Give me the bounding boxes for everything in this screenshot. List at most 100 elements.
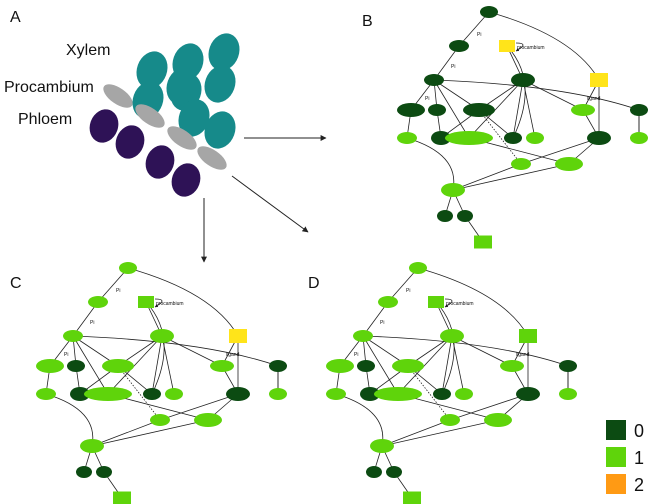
network-node [210,360,234,372]
network-node [463,103,495,117]
network-edge [381,419,451,447]
pi-edge-label: Pi [477,32,481,38]
network-node [226,387,250,401]
panel-letter-a: A [10,9,21,26]
network-node-rect [113,491,131,504]
network-edge [435,301,455,395]
network-edge [452,163,522,191]
network-node-rect [474,235,492,249]
network-node [455,388,473,400]
network-edge [520,137,600,165]
panel-letter-d: D [308,275,320,292]
legend-label-1: 1 [634,448,644,468]
ligand-edge-label: ligand [516,352,530,358]
network-node [67,360,85,372]
pi-edge-label: Pi [406,288,410,294]
network-edge [97,267,129,303]
network-node [392,359,424,373]
network-node [119,262,137,274]
network-edge [45,393,95,447]
network-node [70,387,90,401]
network-node [88,296,108,308]
legend-label-2: 2 [634,475,644,495]
network-node [143,388,161,400]
procambium-edge-label: procambium [517,45,545,51]
network-node [630,132,648,144]
network-edge [433,45,460,81]
network-node [511,158,531,170]
xylem-cell [136,51,168,89]
network-edge [381,419,499,447]
xylem-cell [208,33,240,71]
network-edge [458,11,490,47]
network-node [353,330,373,342]
network-node [63,330,83,342]
self-loop-edge [515,42,524,52]
network-node [587,131,611,145]
pi-edge-label: Pi [90,320,94,326]
network-edge [117,365,161,421]
phloem-cell [145,145,175,179]
network-node [433,388,451,400]
pi-edge-label: Pi [64,352,68,358]
network-node [397,103,425,117]
network-node [36,388,56,400]
pi-edge-label: Pi [354,352,358,358]
pi-edge-label: Pi [116,288,120,294]
network-node [480,6,498,18]
network-edge [387,267,419,303]
pi-edge-label: Pi [425,96,429,102]
network-edge [150,335,163,395]
network-node-rect [138,296,154,308]
network-edge [72,335,109,395]
network-edge [452,163,570,191]
network-edge [72,335,279,367]
panel-letter-b: B [362,13,373,30]
procambium-label: Procambium [4,79,94,96]
network-edge [91,419,161,447]
network-node [370,439,394,453]
network-edge [468,79,524,139]
network-edge [522,79,584,111]
network-edge [362,335,399,395]
legend-swatch-2 [606,474,626,494]
procambium-cell [167,126,197,150]
procambium-edge-label: procambium [156,301,184,307]
network-node-rect [590,73,608,87]
network-edge [488,11,600,81]
network-node [555,157,583,171]
network-node [431,131,451,145]
network-node [571,104,595,116]
self-loop-edge [444,298,453,308]
network-node [441,183,465,197]
xylem-cell [166,67,198,105]
network-edge [451,335,513,367]
network-node [269,360,287,372]
xylem-label: Xylem [66,42,110,59]
network-node [630,104,648,116]
network-node [36,359,64,373]
legend-swatch-0 [606,420,626,440]
network-edge [91,419,209,447]
network-node [357,360,375,372]
panel-a-tissue-schematic: Xylem Procambium Phloem [4,33,327,263]
panel-letter-c: C [10,275,22,292]
network-node [150,414,170,426]
network-node [326,388,346,400]
network-node [424,74,444,86]
network-node [386,466,402,478]
network-edge [506,45,526,139]
network-node [194,413,222,427]
network-edge [478,109,522,165]
network-node [80,439,104,453]
procambium-cell [135,104,165,128]
network-node [559,360,577,372]
network-node [409,262,427,274]
network-edge [107,335,163,395]
network-node-rect [428,296,444,308]
network-node [500,360,524,372]
network-node [150,329,174,343]
